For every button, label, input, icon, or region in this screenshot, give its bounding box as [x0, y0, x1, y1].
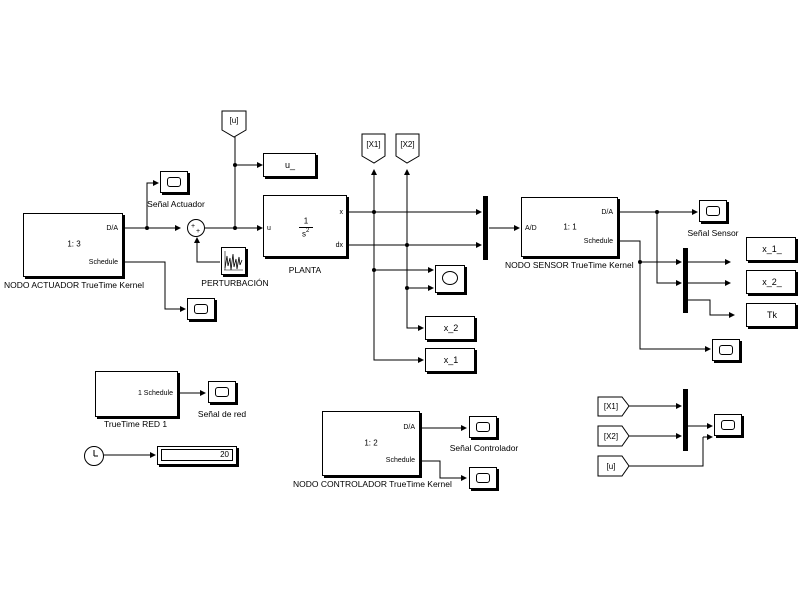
from-x2-tag[interactable]: [X2] [400, 139, 415, 149]
scope-icon [719, 345, 733, 355]
workspace-x1-block[interactable]: x_1 [425, 348, 475, 372]
xy-graph-icon [442, 271, 458, 285]
scope-senal-sensor[interactable] [699, 200, 727, 222]
planta-denominator: s [302, 229, 306, 239]
scope-icon [476, 422, 490, 432]
nodo-actuador-da-port: D/A [106, 225, 118, 232]
scope-icon [721, 420, 735, 430]
scope-icon [167, 177, 181, 187]
perturbacion-block[interactable] [221, 247, 246, 275]
mux-sensor-output[interactable] [683, 248, 688, 313]
from-u-bottom-tag[interactable]: [u] [606, 461, 616, 471]
goto-u-tag[interactable]: [u] [229, 115, 239, 125]
red-caption: TrueTime RED 1 [104, 419, 168, 429]
nodo-controlador-caption: NODO CONTROLADOR TrueTime Kernel [293, 479, 452, 489]
clock-block[interactable] [84, 446, 104, 466]
planta-fraction-bar [299, 227, 313, 228]
scope-senal-actuador[interactable] [160, 171, 188, 193]
workspace-x1-label: x_1 [443, 355, 459, 365]
workspace-x2u-block[interactable]: x_2_ [746, 270, 796, 294]
workspace-x2-label: x_2 [443, 323, 459, 333]
planta-denominator-exp: 2 [306, 228, 310, 234]
workspace-tk-block[interactable]: Tk [746, 303, 796, 327]
nodo-sensor-ad-port: A/D [525, 225, 537, 232]
from-x2-bottom-tag[interactable]: [X2] [603, 431, 619, 441]
workspace-tk-label: Tk [767, 310, 777, 320]
sum-block[interactable]: + + [187, 219, 205, 237]
workspace-u-label: u_ [284, 160, 296, 170]
perturbacion-caption: PERTURBACIÓN [201, 278, 269, 288]
scope-actuador-schedule[interactable] [187, 298, 215, 320]
nodo-controlador-id: 1: 2 [364, 438, 378, 448]
nodo-sensor-id: 1: 1 [563, 222, 577, 232]
display-screen: 20 [161, 449, 233, 461]
scope-icon [194, 304, 208, 314]
clock-icon [93, 450, 98, 457]
scope-bottom-right[interactable] [714, 414, 742, 436]
planta-block[interactable]: u x dx 1 s 2 [263, 195, 347, 257]
scope-senal-controlador-label: Señal Controlador [449, 443, 519, 453]
planta-caption: PLANTA [288, 265, 322, 275]
scope-sensor-schedule[interactable] [712, 339, 740, 361]
sum-plus-left: + [191, 223, 196, 230]
red-schedule-port: 1 Schedule [137, 390, 173, 397]
workspace-x2-block[interactable]: x_2 [425, 316, 475, 340]
nodo-actuador-schedule-port: Schedule [88, 259, 118, 266]
red-block[interactable]: 1 Schedule [95, 371, 178, 417]
scope-icon [476, 473, 490, 483]
mux-sensor-input[interactable] [483, 196, 488, 260]
scope-controlador-schedule[interactable] [469, 467, 497, 489]
scope-senal-controlador[interactable] [469, 416, 497, 438]
display-block[interactable]: 20 [157, 446, 237, 465]
scope-icon [215, 387, 229, 397]
nodo-sensor-schedule-port: Schedule [583, 238, 613, 245]
nodo-sensor-caption: NODO SENSOR TrueTime Kernel [505, 260, 634, 270]
scope-icon [706, 206, 720, 216]
noise-icon [224, 251, 243, 271]
workspace-x1u-block[interactable]: x_1_ [746, 237, 796, 261]
nodo-controlador-schedule-port: Schedule [385, 457, 415, 464]
nodo-actuador-caption: NODO ACTUADOR TrueTime Kernel [4, 280, 144, 290]
nodo-sensor-block[interactable]: A/D 1: 1 D/A Schedule [521, 197, 618, 257]
planta-x-port: x [339, 209, 344, 216]
planta-u-port: u [267, 225, 271, 232]
from-x1-bottom-tag[interactable]: [X1] [603, 401, 619, 411]
nodo-actuador-block[interactable]: 1: 3 D/A Schedule [23, 213, 123, 277]
xy-graph-block[interactable] [435, 265, 465, 293]
scope-senal-sensor-label: Señal Sensor [687, 228, 739, 238]
nodo-controlador-block[interactable]: 1: 2 D/A Schedule [322, 411, 420, 476]
from-x1-tag[interactable]: [X1] [366, 139, 381, 149]
scope-senal-red-label: Señal de red [197, 409, 247, 419]
workspace-x2u-label: x_2_ [762, 277, 782, 287]
display-value: 20 [220, 450, 229, 459]
workspace-u-block[interactable]: u_ [263, 153, 316, 177]
mux-bottom-right[interactable] [683, 389, 688, 451]
sum-plus-bottom: + [196, 228, 201, 235]
nodo-controlador-da-port: D/A [403, 424, 415, 431]
planta-dx-port: dx [335, 242, 343, 249]
nodo-sensor-da-port: D/A [601, 209, 613, 216]
planta-numerator: 1 [303, 216, 309, 226]
nodo-actuador-id: 1: 3 [67, 239, 81, 249]
workspace-x1u-label: x_1_ [762, 244, 782, 254]
scope-senal-actuador-label: Señal Actuador [147, 199, 205, 209]
scope-senal-red[interactable] [208, 381, 236, 403]
